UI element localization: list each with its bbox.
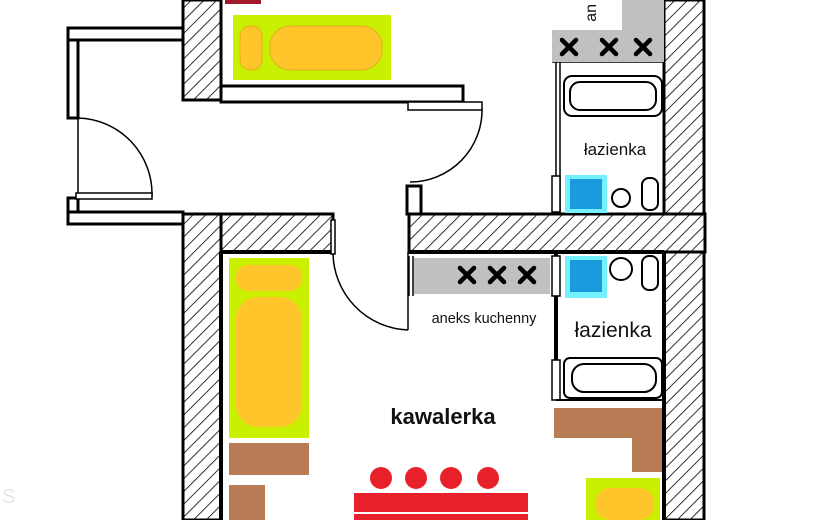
wall-door-post — [405, 184, 423, 216]
cross-icon — [517, 265, 537, 285]
wall-upper-left — [181, 0, 223, 102]
upper-hob — [559, 37, 653, 57]
cross-icon — [633, 37, 653, 57]
bathtub-icon — [563, 75, 663, 117]
dining-table — [354, 467, 528, 520]
studio-cabinet — [229, 443, 309, 475]
bathroom-upper-label: łazienka — [584, 140, 647, 159]
door-arc-icon — [332, 251, 409, 331]
door-arc-icon — [409, 107, 483, 183]
wall-lower-right — [662, 250, 706, 520]
corner-cabinet — [554, 408, 662, 472]
wall-corridor-top-stub — [66, 26, 185, 42]
wall-lower-left — [181, 212, 223, 520]
wall-upper-bath-top — [622, 0, 664, 30]
cross-icon — [599, 37, 619, 57]
sink-icon — [565, 175, 607, 213]
wall-corridor-bottom — [66, 210, 185, 226]
door-arc-icon — [77, 117, 153, 197]
cross-icon — [457, 265, 477, 285]
wall-upper-right — [662, 0, 706, 217]
studio-chest — [229, 485, 265, 520]
watermark: S — [2, 486, 15, 508]
upper-sofa — [233, 15, 391, 80]
doors — [75, 101, 483, 331]
studio-label: kawalerka — [390, 404, 496, 429]
kitchen-hob — [457, 265, 537, 285]
toilet-icon — [611, 177, 659, 211]
wall-partition-upper — [219, 84, 465, 104]
bathroom-lower-label: łazienka — [574, 319, 651, 342]
cut-label-top: an — [583, 4, 600, 22]
wall-middle-right — [407, 212, 707, 254]
sink-icon — [565, 256, 607, 298]
dark-red-item — [225, 0, 261, 4]
armchair — [586, 478, 660, 520]
cross-icon — [487, 265, 507, 285]
walls — [66, 0, 707, 520]
kitchenette-label: aneks kuchenny — [432, 311, 538, 327]
studio-sofa — [229, 258, 309, 438]
cross-icon — [559, 37, 579, 57]
bathtub-icon — [563, 357, 663, 399]
toilet-icon — [609, 255, 659, 291]
